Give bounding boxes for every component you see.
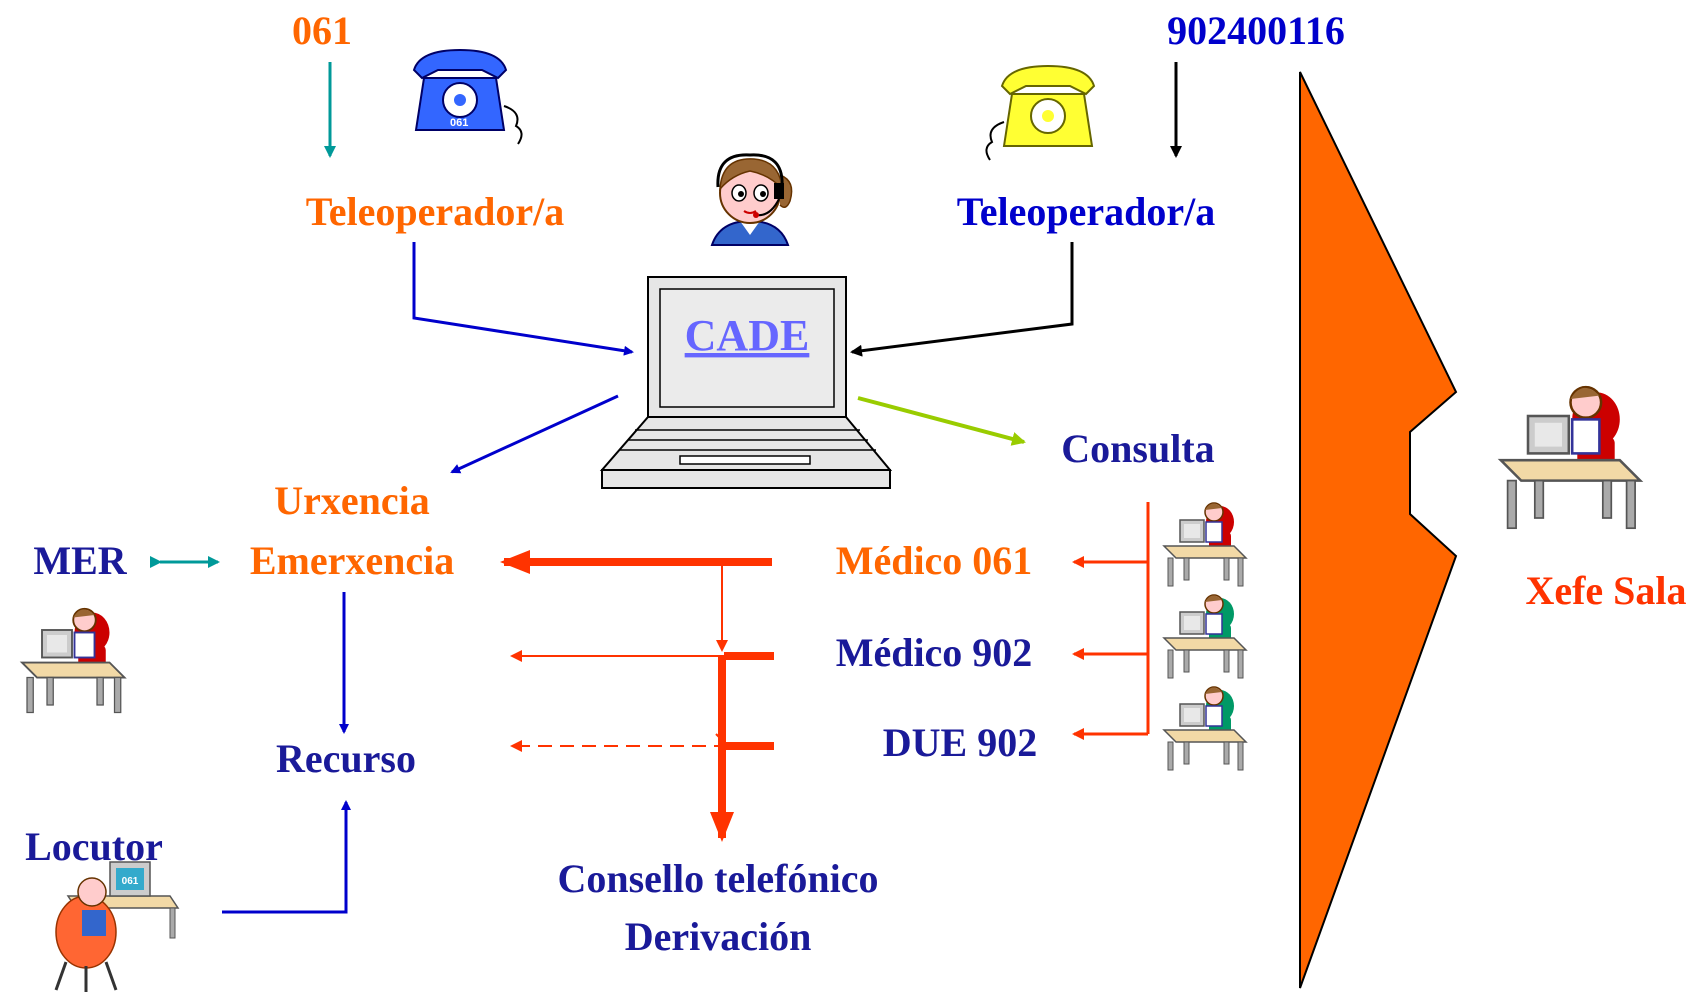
arrow-left-operator-to-cade	[412, 242, 634, 356]
arrow-right-operator-to-cade	[850, 242, 1074, 357]
desk-workstation-icon	[1163, 686, 1247, 771]
mer-label: MER	[33, 538, 127, 583]
urxencia-label: Urxencia	[274, 478, 430, 523]
consulta-label: Consulta	[1061, 426, 1214, 471]
cade-link[interactable]: CADE	[685, 311, 810, 360]
medico-902-label: Médico 902	[836, 630, 1033, 675]
desk-workstation-icon	[1163, 594, 1247, 679]
arrow-locutor-to-recurso	[222, 800, 351, 914]
telephone-icon	[985, 64, 1096, 161]
consulta-bracket	[1080, 502, 1150, 736]
desk-workstation-icon	[21, 607, 126, 714]
desk-workstation-icon	[1499, 385, 1642, 530]
screen-badge-text: 061	[122, 876, 139, 887]
phone-badge-text: 061	[450, 117, 468, 129]
phone-061-label: 061	[292, 8, 352, 53]
laptop-icon	[599, 276, 893, 489]
arrow-cade-to-urxencia	[450, 394, 619, 474]
consello-arrow-tick	[715, 733, 729, 747]
telephone-icon: 061	[412, 48, 523, 145]
due-902-label: DUE 902	[883, 720, 1037, 765]
supervisor-panel-shape	[1299, 71, 1458, 989]
desk-workstation-icon: 061	[54, 861, 180, 992]
arrow-cade-to-consulta	[857, 396, 1026, 446]
xefe-sala-label: Xefe Sala	[1525, 568, 1686, 613]
medico-061-label: Médico 061	[836, 538, 1033, 583]
recurso-label: Recurso	[276, 736, 416, 781]
derivacion-label: Derivación	[625, 914, 812, 959]
phone-902-label: 902400116	[1167, 8, 1345, 53]
teleoperador-right-label: Teleoperador/a	[957, 189, 1216, 234]
consello-label: Consello telefónico	[557, 856, 878, 901]
emerxencia-label: Emerxencia	[250, 538, 454, 583]
headset-operator-icon	[710, 153, 793, 246]
teleoperador-left-label: Teleoperador/a	[306, 189, 565, 234]
desk-workstation-icon	[1163, 502, 1247, 587]
